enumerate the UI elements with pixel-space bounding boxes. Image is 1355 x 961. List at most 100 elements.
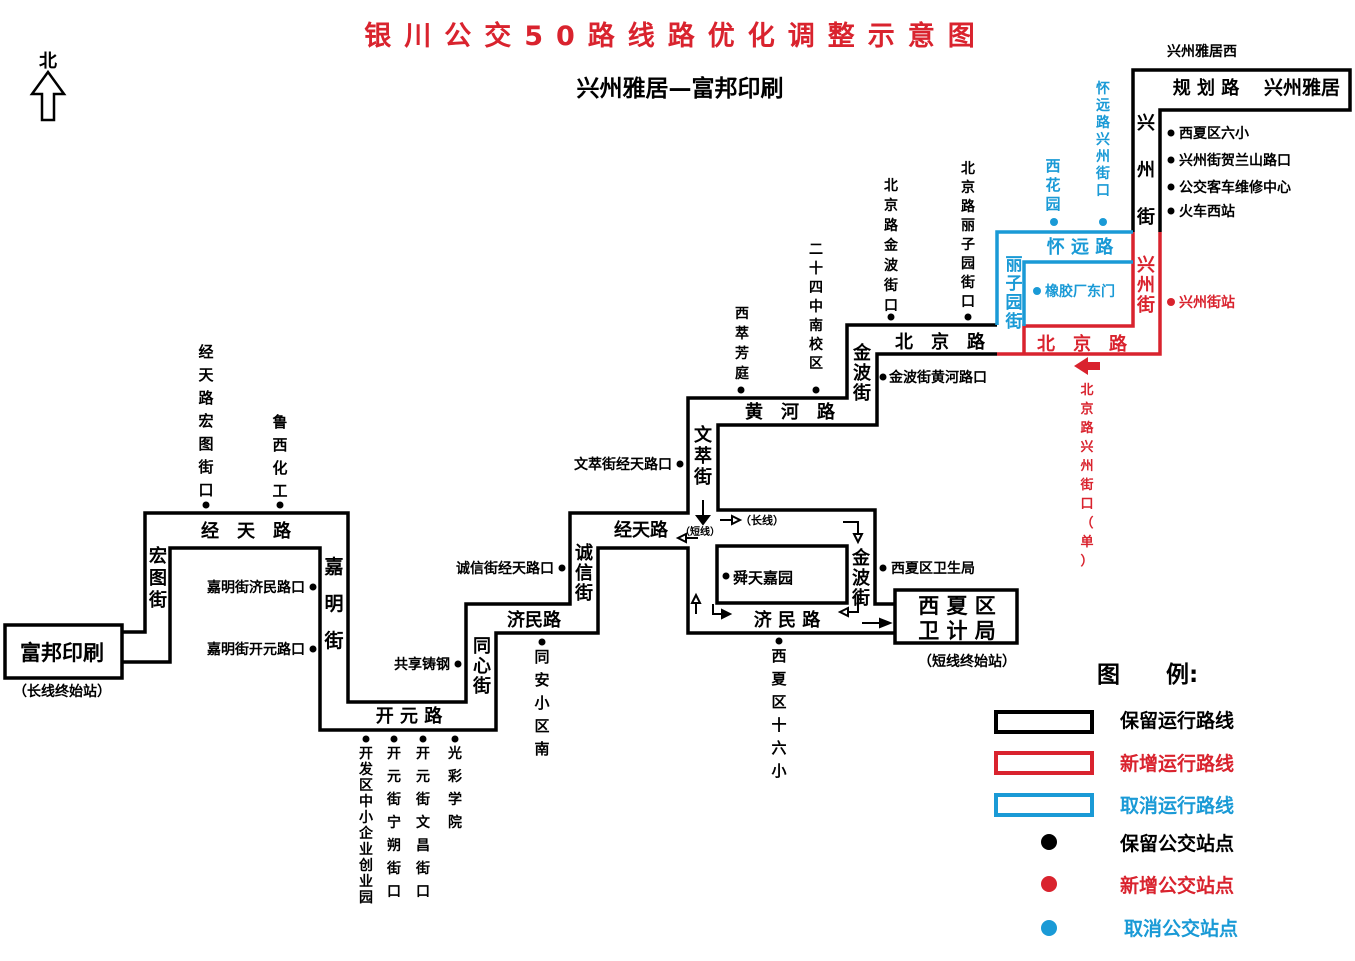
legend-dot-retained: [1041, 834, 1057, 850]
road-jinbo-north: 金波街: [852, 342, 872, 404]
stop-dot: [276, 501, 284, 509]
arrow-icon: [675, 532, 687, 544]
terminal-xingzhou-stop: 兴州雅居西: [1167, 43, 1237, 60]
legend-label-added-line: 新增运行路线: [1120, 752, 1234, 775]
stop-huoche-xizhan: 火车西站: [1179, 203, 1235, 220]
stop-jiaming-kaiyuan: 嘉明街开元路口: [206, 641, 305, 658]
road-beijing-black: 北 京 路: [895, 331, 986, 353]
arrow-icon: [852, 533, 864, 545]
stop-wencui-jingtian: 文萃街经天路口: [574, 456, 672, 473]
road-jimin-west: 济民路: [507, 609, 562, 631]
stop-huaiyuan-xingzhou: 怀远路兴州街口: [1095, 80, 1111, 199]
road-xingzhou-red: 兴州街: [1136, 255, 1155, 316]
stop-dot: [362, 735, 370, 743]
stop-xingzhou-helanshan: 兴州街贺兰山路口: [1179, 152, 1291, 169]
stop-beijing-jinbo: 北京路金波街口: [883, 178, 899, 314]
legend-label-retained-line: 保留运行路线: [1119, 709, 1234, 732]
stop-xixia-liuxiao: 西夏区六小: [1179, 125, 1249, 142]
stop-dot: [451, 735, 459, 743]
stop-dot-added: [1167, 298, 1175, 306]
stop-dot: [558, 564, 566, 572]
route-main-loop: [122, 323, 997, 732]
stop-dot: [202, 501, 210, 509]
stop-xiangjiao: 橡胶厂东门: [1045, 283, 1115, 300]
legend-label-cancelled-line: 取消运行路线: [1120, 794, 1234, 817]
stop-jinbo-huanghe: 金波街黄河路口: [888, 369, 987, 386]
arrow-icon: [731, 514, 743, 526]
road-lizi: 丽子园街: [1005, 255, 1023, 332]
road-jiaming: 嘉明街: [323, 556, 343, 652]
arrow-icon: [695, 515, 711, 526]
stop-gongjiao-weixiu: 公交客车维修中心: [1179, 179, 1291, 196]
stop-dot: [454, 660, 462, 668]
route-cancelled: [995, 230, 1133, 326]
stop-jiaming-jimin: 嘉明街济民路口: [206, 579, 305, 596]
north-label: 北: [39, 51, 57, 72]
terminal-xixia-line2: 卫 计 局: [918, 619, 996, 643]
legend-swatch-cancelled: [994, 793, 1094, 817]
stop-chengxin-jingtian: 诚信街经天路口: [456, 560, 554, 577]
road-guihua: 规 划 路: [1173, 77, 1241, 99]
stop-dot: [887, 313, 895, 321]
stop-xingzhou-station: 兴州街站: [1179, 294, 1235, 311]
stop-dot-cancelled: [1099, 218, 1107, 226]
vertical-labels: 宏图街嘉明街同心街诚信街文萃街金波街金波街丽子园街兴州街兴州街经天路宏图街口鲁西…: [148, 80, 1155, 906]
loop-shuntian: [715, 544, 849, 605]
route-added-path: [997, 232, 1162, 356]
route-retained: [3, 68, 1352, 732]
stop-dot: [1167, 207, 1175, 215]
stop-luxi: 鲁西化工: [272, 413, 287, 500]
arrow-icon: [721, 608, 733, 620]
road-jingtian-west: 经 天 路: [201, 520, 292, 542]
legend-label-cancelled-stop: 取消公交站点: [1124, 917, 1238, 940]
stop-dot: [812, 386, 820, 394]
stop-dot: [676, 460, 684, 468]
road-hongtu: 宏图街: [148, 545, 167, 611]
terminal-box-fubang: [3, 623, 124, 680]
stop-dot: [964, 313, 972, 321]
road-tongxin: 同心街: [472, 636, 491, 697]
stop-xixia-weisheng: 西夏区卫生局: [891, 560, 975, 577]
arrow-icon: [690, 592, 702, 604]
map-title: 银川公交50路线路优化调整示意图: [364, 20, 988, 52]
stop-dot-cancelled: [1050, 218, 1058, 226]
route-added: [997, 232, 1162, 356]
arrow-icon: [843, 521, 859, 536]
stop-shuntian: 舜天嘉园: [733, 569, 793, 587]
stop-guangcai: 光彩学院: [447, 745, 462, 831]
route-cancelled-path: [995, 230, 1133, 326]
stop-tongan: 同安小区南: [534, 648, 549, 758]
north-arrow-icon: 北: [29, 51, 67, 122]
road-kaiyuan: 开 元 路: [376, 705, 444, 727]
label-duanxian: （短线）: [680, 525, 720, 538]
stop-dot: [390, 735, 398, 743]
stop-dots: [202, 129, 1175, 743]
stop-kaiyuan-wenchang: 开元街文昌街口: [415, 746, 431, 900]
stop-dot: [722, 572, 730, 580]
terminal-fubang-note: （长线终始站）: [13, 683, 111, 700]
road-huaiyuan: 怀 远 路: [1047, 236, 1115, 258]
stop-kaifaqu: 开发区中小企业创业园: [358, 746, 374, 906]
legend-title: 图 例:: [1097, 662, 1198, 688]
stop-dot: [775, 637, 783, 645]
road-beijing-red: 北 京 路: [1037, 333, 1128, 355]
stop-xixia-16: 西夏区十六小: [770, 647, 787, 780]
legend-label-added-stop: 新增公交站点: [1120, 874, 1234, 897]
stop-dot: [879, 373, 887, 381]
road-jingtian-east: 经天路: [614, 519, 669, 541]
arrow-icon: [846, 595, 859, 613]
road-jimin-east: 济 民 路: [754, 609, 822, 631]
stop-dot: [1167, 129, 1175, 137]
direction-arrows: [675, 500, 893, 629]
legend-swatch-retained: [994, 710, 1094, 734]
terminal-xixia-note: （短线终始站）: [918, 653, 1016, 670]
oneway-arrow-icon: [1074, 357, 1100, 375]
stop-dot: [538, 638, 546, 646]
stop-xihuayuan: 西花园: [1045, 157, 1060, 213]
terminal-box-xixia: [893, 588, 1019, 645]
stop-xicui: 西萃芳庭: [735, 306, 750, 382]
stop-kaiyuan-ningshuo: 开元街宁朔街口: [386, 746, 401, 900]
terminal-fubang: 富邦印刷: [20, 641, 104, 665]
legend-label-retained-stop: 保留公交站点: [1119, 832, 1234, 855]
